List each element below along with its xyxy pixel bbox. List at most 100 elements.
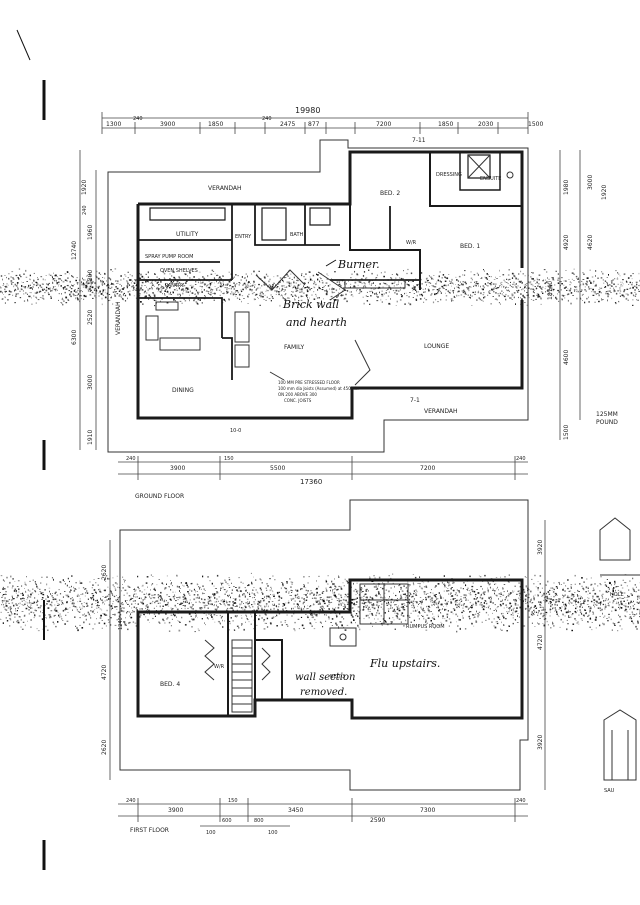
noise-speck — [402, 606, 404, 608]
noise-speck — [173, 595, 176, 597]
noise-speck — [69, 286, 71, 288]
noise-speck — [99, 588, 101, 590]
noise-speck — [471, 295, 473, 297]
noise-speck — [79, 617, 81, 619]
noise-speck — [629, 602, 631, 604]
noise-speck — [445, 299, 447, 301]
noise-speck — [54, 280, 56, 281]
noise-speck — [151, 602, 153, 605]
noise-speck — [219, 603, 221, 604]
noise-speck — [502, 588, 504, 590]
noise-speck — [370, 601, 372, 604]
noise-speck — [151, 284, 154, 286]
noise-speck — [264, 294, 266, 296]
noise-speck — [376, 274, 378, 277]
noise-speck — [609, 601, 611, 603]
noise-speck — [409, 292, 411, 293]
noise-speck — [605, 603, 606, 606]
noise-speck — [464, 281, 466, 283]
noise-speck — [37, 277, 38, 278]
noise-speck — [214, 286, 216, 287]
noise-speck — [370, 612, 373, 615]
noise-speck — [602, 279, 604, 281]
noise-speck — [391, 283, 394, 284]
noise-speck — [551, 590, 553, 591]
noise-speck — [463, 594, 465, 596]
noise-speck — [56, 283, 58, 285]
noise-speck — [511, 272, 514, 275]
noise-speck — [127, 585, 129, 588]
noise-speck — [228, 288, 230, 290]
noise-speck — [110, 269, 112, 270]
noise-speck — [145, 616, 147, 618]
noise-speck — [460, 600, 463, 602]
noise-speck — [401, 295, 403, 298]
noise-speck — [91, 291, 94, 293]
noise-speck — [573, 280, 575, 281]
noise-speck — [188, 602, 190, 605]
noise-speck — [584, 599, 586, 601]
noise-speck — [205, 286, 207, 288]
noise-speck — [464, 292, 467, 295]
noise-speck — [127, 277, 129, 279]
noise-speck — [203, 283, 205, 285]
noise-speck — [109, 299, 111, 301]
noise-speck — [153, 607, 155, 609]
noise-speck — [326, 278, 329, 280]
noise-speck — [112, 271, 114, 272]
noise-speck — [110, 617, 112, 619]
noise-speck — [416, 590, 418, 593]
noise-speck — [533, 609, 535, 611]
noise-speck — [64, 609, 66, 611]
noise-speck — [115, 291, 117, 293]
noise-speck — [165, 613, 167, 615]
noise-speck — [534, 594, 536, 596]
noise-speck — [191, 618, 193, 620]
noise-speck — [139, 277, 141, 279]
noise-speck — [619, 295, 621, 297]
noise-speck — [275, 605, 277, 607]
noise-speck — [207, 292, 209, 295]
noise-speck — [458, 290, 460, 293]
noise-speck — [500, 593, 502, 595]
noise-speck — [622, 279, 624, 281]
noise-speck — [630, 275, 632, 277]
noise-speck — [149, 613, 150, 615]
noise-speck — [626, 597, 628, 598]
noise-speck — [176, 284, 178, 287]
noise-speck — [248, 602, 250, 604]
noise-speck — [276, 291, 278, 293]
noise-speck — [546, 280, 548, 283]
noise-speck — [313, 593, 315, 596]
noise-speck — [522, 589, 525, 591]
noise-speck — [244, 605, 246, 608]
noise-speck — [444, 599, 447, 602]
noise-speck — [547, 580, 549, 583]
noise-speck — [116, 280, 119, 283]
noise-speck — [303, 276, 305, 278]
noise-speck — [206, 290, 208, 292]
noise-speck — [245, 590, 247, 591]
noise-speck — [617, 630, 619, 632]
noise-speck — [65, 302, 68, 304]
noise-speck — [340, 594, 342, 597]
noise-speck — [576, 297, 578, 300]
noise-speck — [152, 600, 154, 603]
noise-speck — [567, 595, 569, 598]
noise-speck — [301, 287, 304, 289]
noise-speck — [203, 606, 206, 609]
noise-speck — [535, 298, 537, 300]
noise-speck — [283, 285, 285, 287]
noise-speck — [589, 607, 592, 610]
noise-speck — [292, 287, 294, 289]
noise-speck — [601, 597, 604, 599]
noise-speck — [535, 287, 537, 290]
noise-speck — [637, 602, 640, 604]
noise-speck — [295, 282, 297, 284]
noise-speck — [220, 286, 222, 288]
noise-speck — [224, 620, 225, 622]
noise-speck — [23, 300, 26, 302]
noise-speck — [334, 594, 336, 596]
noise-speck — [253, 601, 255, 603]
noise-speck — [272, 286, 274, 288]
